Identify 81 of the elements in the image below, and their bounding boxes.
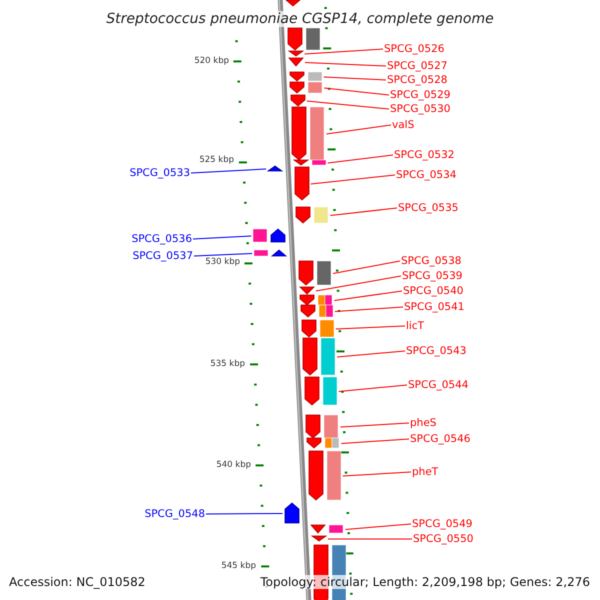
leader-line [342, 472, 412, 476]
leader-line [306, 100, 390, 110]
gene-feature-with-category-block [304, 377, 338, 406]
leader-line [323, 76, 386, 80]
gene-feature-with-category-block [300, 320, 335, 338]
gene-feature-with-category-block [310, 525, 344, 534]
leader-line [304, 62, 386, 66]
gene-label: valS [392, 119, 414, 131]
gene-label: SPCG_0546 [410, 433, 470, 445]
gene-label: SPCG_0544 [408, 379, 468, 391]
leader-line [194, 253, 253, 256]
leader-line [315, 276, 402, 292]
gene-feature-with-category-block [292, 160, 327, 166]
gene-feature [310, 536, 327, 542]
leader-line [344, 524, 412, 530]
gene-label: pheT [412, 466, 438, 478]
gene-feature-with-category-block [299, 295, 334, 306]
gene-label: SPCG_0543 [406, 345, 466, 357]
gene-label: SPCG_0533 [130, 167, 190, 179]
gene-label: SPCG_0538 [401, 255, 462, 267]
gene-label: SPCG_0537 [132, 250, 193, 262]
gene-label: pheS [410, 417, 436, 429]
leader-line [335, 326, 406, 330]
scale-label: 540 kbp [216, 460, 251, 470]
accession-note: Accession: NC_010582 [9, 575, 146, 589]
leader-line [324, 88, 390, 96]
gene-label: SPCG_0529 [390, 89, 450, 101]
leader-line [327, 154, 394, 164]
leader-line [327, 538, 412, 540]
gene-label: SPCG_0534 [396, 169, 456, 181]
leader-line [304, 48, 384, 54]
gene-feature-with-category-block [302, 338, 336, 376]
scale-label: 530 kbp [205, 257, 240, 267]
gene-label: licT [406, 320, 424, 332]
genome-summary: Topology: circular; Length: 2,209,198 bp; Genes: 2,276 [260, 575, 590, 589]
gene-feature-with-category-block [308, 451, 342, 501]
gene-feature [284, 503, 300, 524]
leader-line [326, 124, 392, 134]
gene-feature-with-category-block [298, 261, 332, 286]
gene-label: SPCG_0527 [387, 60, 448, 72]
leader-line [190, 168, 267, 174]
gene-label: SPCG_0539 [402, 270, 462, 282]
gene-label: SPCG_0530 [390, 103, 450, 115]
leader-line [338, 384, 408, 392]
leader-line [330, 208, 398, 216]
gene-feature-with-category-block [295, 207, 330, 224]
gene-feature-with-category-block [300, 305, 334, 318]
gene-feature [285, 0, 302, 7]
gene-label: SPCG_0548 [144, 508, 205, 520]
gene-feature-with-category-block [305, 415, 340, 439]
leader-line [336, 350, 406, 358]
scale-label: 545 kbp [221, 561, 256, 571]
gene-label: SPCG_0540 [403, 285, 464, 297]
leader-line [310, 174, 396, 184]
gene-label: SPCG_0532 [394, 149, 454, 161]
gene-label: SPCG_0526 [384, 43, 444, 55]
gene-feature [267, 166, 284, 172]
gene-feature-with-category-block [253, 250, 288, 257]
gene-feature-with-category-block [252, 229, 286, 243]
leader-line [334, 290, 402, 301]
gene-feature-with-category-block [291, 107, 326, 161]
scale-label: 520 kbp [194, 56, 229, 66]
gene-feature [288, 58, 304, 67]
gene-feature-with-category-block [306, 438, 340, 449]
gene-label: SPCG_0541 [404, 301, 464, 313]
leader-line [192, 236, 252, 240]
gene-feature-with-category-block [286, 28, 321, 51]
leader-line [332, 260, 400, 274]
leader-line [206, 513, 284, 514]
leader-line [334, 306, 404, 312]
gene-label: SPCG_0550 [413, 533, 474, 545]
leader-line [340, 438, 410, 444]
gene-label: SPCG_0549 [412, 518, 472, 530]
leader-line [340, 422, 410, 428]
gene-feature-with-category-block [288, 72, 323, 82]
gene-feature-with-category-block [289, 82, 324, 94]
gene-label: SPCG_0528 [387, 74, 448, 86]
gene-label: SPCG_0535 [398, 202, 458, 214]
scale-label: 525 kbp [199, 155, 234, 165]
scale-label: 535 kbp [210, 359, 245, 369]
gene-label: SPCG_0536 [132, 233, 192, 245]
